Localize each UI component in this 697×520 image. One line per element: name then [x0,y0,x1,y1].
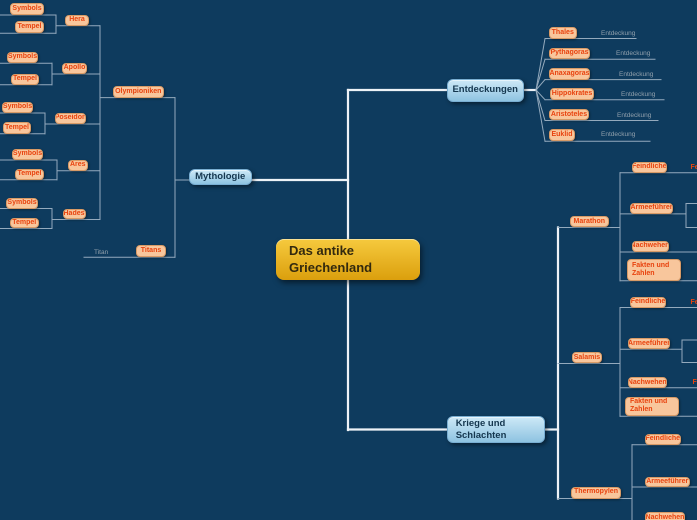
node-mythologie[interactable]: Mythologie [188,169,252,186]
connector-line [535,37,546,91]
node-marathon-nachwehen[interactable]: Nachwehen [631,240,669,252]
node-entdeckung-anaxagoras[interactable]: Entdeckung [619,71,654,78]
node-tempel-hera[interactable]: Tempel [15,20,44,34]
node-marathon-feindliche[interactable]: Feindliche [631,162,667,173]
node-tempel-apollo[interactable]: Tempel [11,73,39,85]
node-thermopylen-nachwehen[interactable]: Nachwehen [645,512,685,520]
node-hera[interactable]: Hera [65,14,89,26]
node-entdeckung-euklid[interactable]: Entdeckung [601,130,636,138]
node-clipped-node-marathon-feindliche[interactable]: Fe [690,163,697,171]
node-tempel-ares[interactable]: Tempel [15,169,44,180]
node-thermopylen-feindliche[interactable]: Feindliche [645,434,681,445]
node-salamis-fakten-und-zahlen[interactable]: Fakten und Zahlen [625,396,679,417]
node-thales[interactable]: Thales [549,27,577,39]
node-marathon[interactable]: Marathon [570,215,609,228]
node-symbols-poseidon[interactable]: Symbols [2,101,33,113]
connector-line [535,89,546,101]
node-poseidon[interactable]: Poseidon [55,113,86,124]
node-symbols-hades[interactable]: Symbols [6,197,38,209]
node-apollo[interactable]: Apollo [62,63,87,74]
node-titan-label[interactable]: Titan [94,249,109,256]
node-entdeckung-aristoteles[interactable]: Entdeckung [617,111,652,119]
node-hades[interactable]: Hades [62,208,86,220]
node-symbols-hera[interactable]: Symbols [10,3,44,15]
node-salamis[interactable]: Salamis [571,352,603,364]
node-olympioniken[interactable]: Olympioniken [112,85,164,98]
node-clipped-node-salamis-nachwehen[interactable]: F [692,378,697,386]
node-thermopylen-armeefuehrer[interactable]: Armeeführer [645,476,690,487]
node-kriege-und-schlachten[interactable]: Kriege und Schlachten [446,415,545,444]
node-clipped-node-salamis-feindliche[interactable]: Fe [690,298,697,306]
node-aristoteles[interactable]: Aristoteles [549,108,589,121]
node-symbols-apollo[interactable]: Symbols [7,51,38,64]
connector-line [535,89,546,122]
node-entdeckung-thales[interactable]: Entdeckung [601,29,636,37]
node-marathon-armeefuehrer[interactable]: Armeeführer [630,202,673,214]
node-entdeckungen[interactable]: Entdeckungen [446,79,524,102]
node-salamis-feindliche[interactable]: Feindliche [630,297,666,308]
node-tempel-hades[interactable]: Tempel [10,217,39,229]
node-entdeckung-pythagoras[interactable]: Entdeckung [616,50,651,58]
node-salamis-nachwehen[interactable]: Nachwehen [628,377,667,388]
node-marathon-fakten-und-zahlen[interactable]: Fakten und Zahlen [627,259,681,281]
node-titans[interactable]: Titans [136,245,166,258]
node-euklid[interactable]: Euklid [549,129,575,142]
node-tempel-poseidon[interactable]: Tempel [3,122,31,134]
node-root[interactable]: Das antike Griechenland [276,239,420,280]
node-pythagoras[interactable]: Pythagoras [549,47,590,60]
node-thermopylen[interactable]: Thermopylen [571,486,621,499]
connector-line [535,89,546,142]
node-anaxagoras[interactable]: Anaxagoras [549,68,590,80]
node-entdeckung-hippokrates[interactable]: Entdeckung [621,91,656,98]
node-salamis-armeefuehrer[interactable]: Armeeführer [628,338,670,350]
node-ares[interactable]: Ares [68,159,88,171]
connector-line [535,78,546,91]
connector-line [535,58,546,91]
node-symbols-ares[interactable]: Symbols [12,149,43,160]
node-hippokrates[interactable]: Hippokrates [550,87,594,100]
